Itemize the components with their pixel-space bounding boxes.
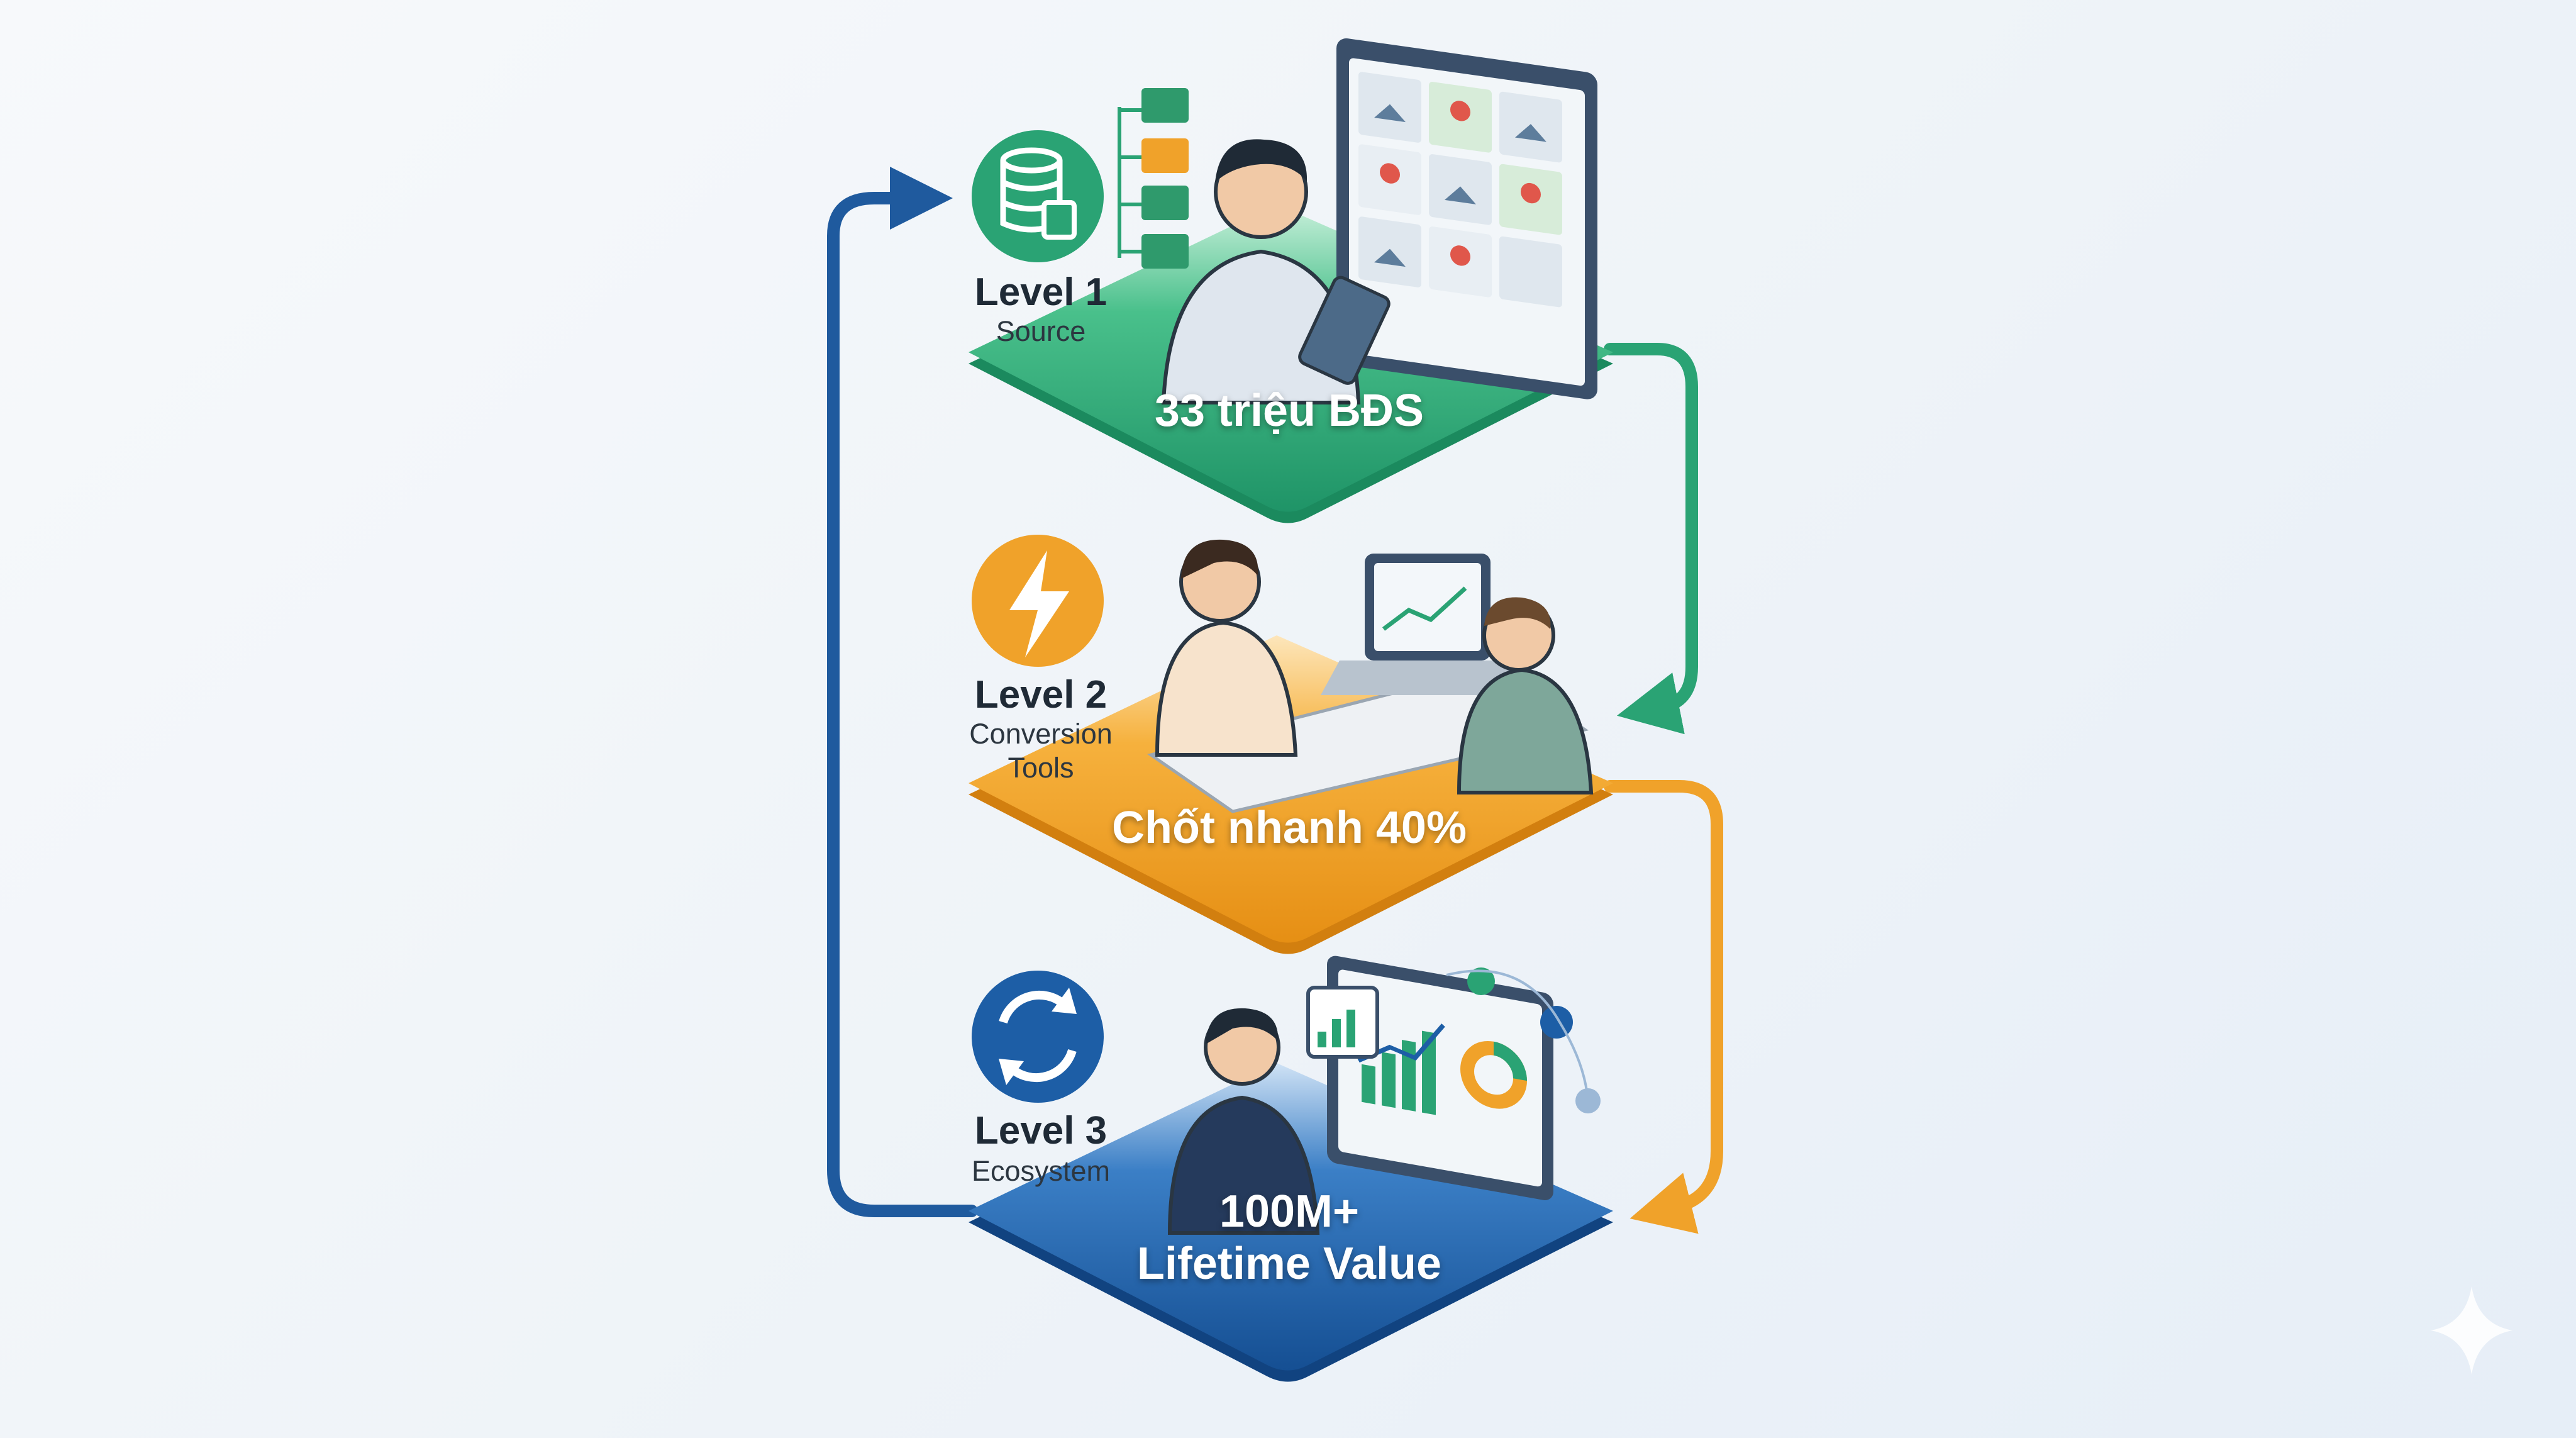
level-1-title: Level 1	[974, 270, 1108, 314]
database-icon	[972, 130, 1104, 262]
tier-3-value-line2: Lifetime Value	[1136, 1239, 1442, 1289]
connector-orange	[1604, 780, 1723, 1234]
level-3-title: Level 3	[974, 1109, 1108, 1152]
lightning-icon	[972, 535, 1104, 667]
tier-2-value: Chốt nhanh 40%	[1111, 803, 1467, 853]
connector-green	[1604, 343, 1698, 735]
consultation-scene	[1147, 539, 1594, 813]
tier-1-value: 33 triệu BĐS	[1154, 386, 1424, 436]
cycle-arrows-icon	[972, 971, 1104, 1103]
loop-arrow-blue	[827, 167, 978, 1217]
sparkle-icon	[2431, 1286, 2512, 1374]
level-1-subtitle: Source	[996, 315, 1086, 347]
analyst-with-tablet	[1161, 139, 1391, 404]
analytics-dashboard-scene	[1167, 956, 1601, 1235]
folder-tree	[1118, 88, 1189, 269]
level-3-subtitle: Ecosystem	[971, 1155, 1111, 1187]
property-listings-screen	[1336, 38, 1597, 399]
level-2-title: Level 2	[974, 673, 1108, 716]
level-2-subtitle: Conversion Tools	[969, 718, 1113, 784]
tier-3-value-line1: 100M+	[1219, 1186, 1360, 1237]
